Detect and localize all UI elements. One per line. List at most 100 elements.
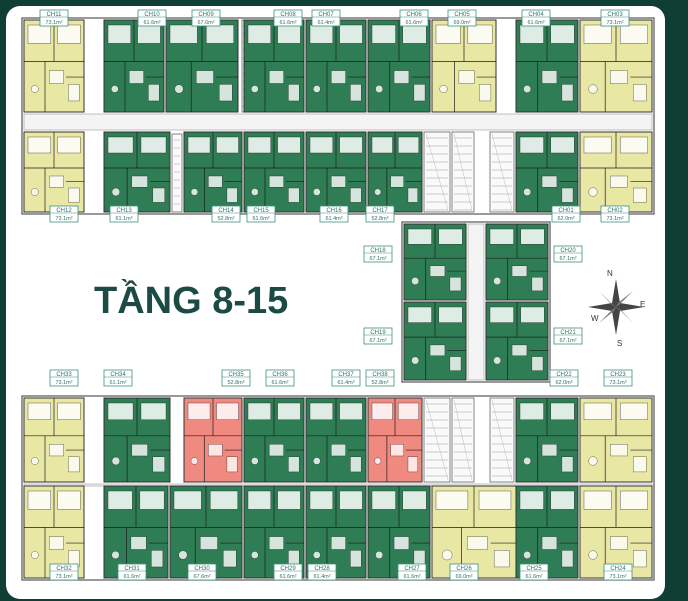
apartment-code: CH19 xyxy=(370,330,386,336)
apartment-code: CH03 xyxy=(607,12,623,18)
core-stair-lift xyxy=(451,131,475,213)
apartment-area: 67.6m² xyxy=(197,20,214,26)
apartment-area: 73.1m² xyxy=(606,20,623,26)
apartment-unit-ch28[interactable] xyxy=(305,485,367,579)
apartment-unit-ch22[interactable] xyxy=(515,397,579,483)
apartment-unit-ch21[interactable] xyxy=(485,301,549,381)
apartment-unit-ch14[interactable] xyxy=(183,131,243,213)
apartment-area: 61.6m² xyxy=(252,216,269,222)
core-stair-lift xyxy=(489,397,515,483)
apartment-area: 61.4m² xyxy=(337,380,354,386)
apartment-area: 73.1m² xyxy=(45,20,62,26)
apartment-area: 61.6m² xyxy=(403,574,420,580)
core-stair-lift xyxy=(171,133,183,213)
apartment-unit-ch36[interactable] xyxy=(243,397,305,483)
apartment-labels: CH1173.1m²CH1061.6m²CH0967.6m²CH0861.6m²… xyxy=(39,9,633,581)
apartment-code: CH01 xyxy=(558,208,574,214)
apartment-unit-ch24[interactable] xyxy=(579,485,653,579)
apartment-area: 69.0m² xyxy=(453,20,470,26)
apartment-unit-ch07[interactable] xyxy=(305,19,367,113)
apartment-code: CH12 xyxy=(56,208,72,214)
apartment-code: CH24 xyxy=(610,566,626,572)
apartment-unit-ch13[interactable] xyxy=(103,131,171,213)
apartment-area: 61.6m² xyxy=(405,20,422,26)
apartment-area: 61.4m² xyxy=(317,20,334,26)
apartment-unit-ch23[interactable] xyxy=(579,397,653,483)
apartment-unit-ch35[interactable] xyxy=(183,397,243,483)
apartment-area: 73.1m² xyxy=(55,380,72,386)
apartment-area: 67.1m² xyxy=(369,338,386,344)
compass-south: S xyxy=(617,339,622,348)
compass-diag-icon-2 xyxy=(599,307,616,323)
apartment-area: 62.0m² xyxy=(557,216,574,222)
apartment-unit-ch18[interactable] xyxy=(403,223,467,301)
apartment-area: 61.1m² xyxy=(115,216,132,222)
apartment-area: 67.1m² xyxy=(559,256,576,262)
floor-title: TẦNG 8-15 xyxy=(94,278,288,322)
apartment-area: 73.1m² xyxy=(609,380,626,386)
apartment-unit-ch16[interactable] xyxy=(305,131,367,213)
apartment-unit-ch37[interactable] xyxy=(305,397,367,483)
apartment-unit-ch26[interactable] xyxy=(431,485,517,579)
apartment-unit-ch29[interactable] xyxy=(243,485,305,579)
apartment-unit-ch27[interactable] xyxy=(367,485,431,579)
compass-east: E xyxy=(640,300,645,309)
compass-star-icon xyxy=(612,279,620,307)
apartment-unit-ch02[interactable] xyxy=(579,131,653,213)
apartment-unit-ch08[interactable] xyxy=(243,19,305,113)
apartment-code: CH17 xyxy=(372,208,388,214)
compass-west: W xyxy=(591,314,599,323)
apartment-unit-ch34[interactable] xyxy=(103,397,171,483)
apartment-unit-ch33[interactable] xyxy=(23,397,85,483)
apartment-code: CH29 xyxy=(280,566,296,572)
apartment-unit-ch19[interactable] xyxy=(403,301,467,381)
apartment-unit-ch32[interactable] xyxy=(23,485,85,579)
apartment-area: 69.0m² xyxy=(455,574,472,580)
apartment-unit-ch04[interactable] xyxy=(515,19,579,113)
compass-star-icon-s xyxy=(612,307,620,335)
compass-star-icon-w xyxy=(588,303,616,311)
compass-rose: N E S W xyxy=(588,269,645,348)
apartment-area: 61.4m² xyxy=(325,216,342,222)
apartment-unit-ch15[interactable] xyxy=(243,131,305,213)
apartment-unit-ch25[interactable] xyxy=(515,485,579,579)
apartment-unit-ch05[interactable] xyxy=(431,19,497,113)
apartment-area: 61.6m² xyxy=(279,574,296,580)
apartment-unit-ch03[interactable] xyxy=(579,19,653,113)
apartment-code: CH07 xyxy=(318,12,334,18)
apartment-unit-ch01[interactable] xyxy=(515,131,579,213)
apartment-code: CH14 xyxy=(218,208,234,214)
apartment-area: 61.1m² xyxy=(109,380,126,386)
apartment-unit-ch17[interactable] xyxy=(367,131,423,213)
floor-plan-drawing: CH1173.1m²CH1061.6m²CH0967.6m²CH0861.6m²… xyxy=(21,9,655,581)
apartment-code: CH21 xyxy=(560,330,576,336)
apartment-unit-ch20[interactable] xyxy=(485,223,549,301)
apartment-unit-ch10[interactable] xyxy=(103,19,165,113)
apartment-area: 67.1m² xyxy=(369,256,386,262)
apartment-unit-ch30[interactable] xyxy=(169,485,243,579)
apartment-area: 62.0m² xyxy=(555,380,572,386)
apartment-code: CH13 xyxy=(116,208,132,214)
apartment-unit-ch06[interactable] xyxy=(367,19,431,113)
apartment-unit-ch11[interactable] xyxy=(23,19,85,113)
apartment-tag-ch07: CH07 61.4m² xyxy=(311,9,341,27)
apartment-unit-ch38[interactable] xyxy=(367,397,423,483)
apartment-unit-ch09[interactable] xyxy=(165,19,239,113)
apartment-unit-ch12[interactable] xyxy=(23,131,85,213)
